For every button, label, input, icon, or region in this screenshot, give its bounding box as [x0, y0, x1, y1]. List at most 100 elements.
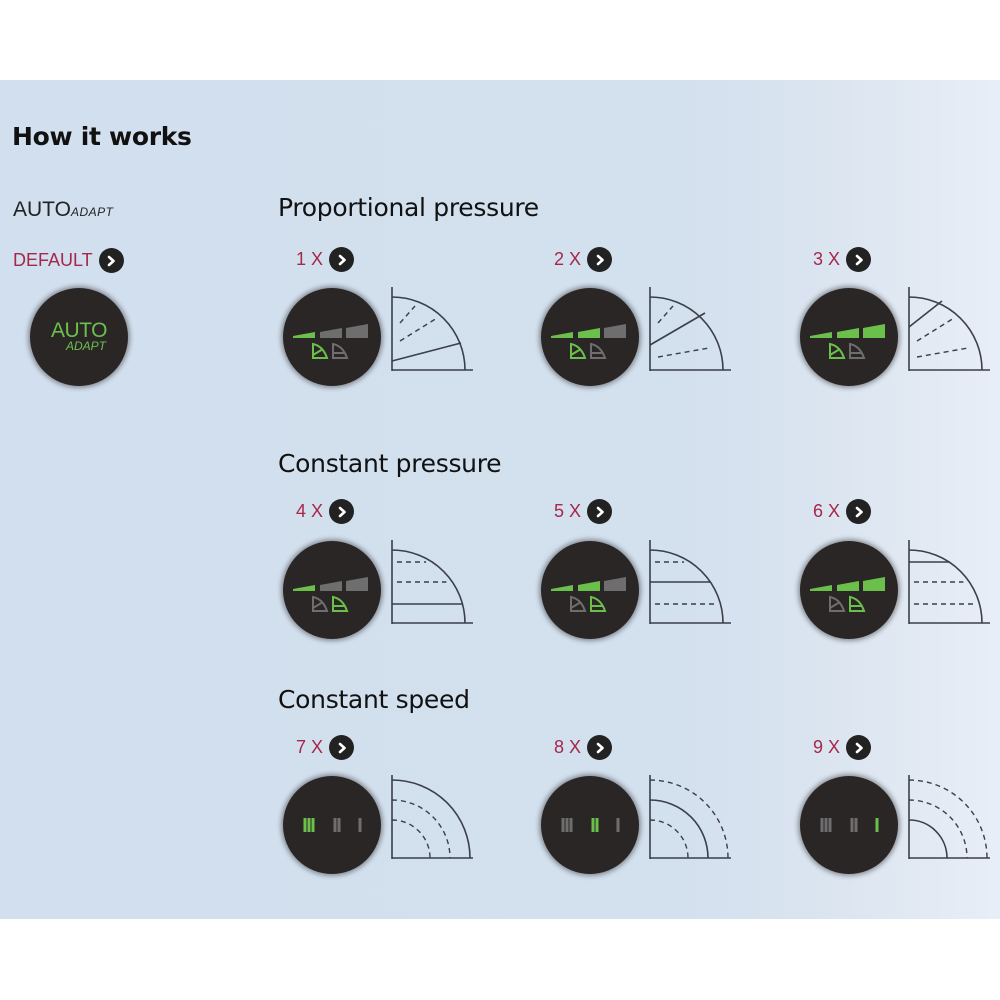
autoadapt-dial[interactable]: AUTO ADAPT [30, 288, 128, 386]
mode-label: 6 X [813, 501, 841, 521]
mode-dial[interactable] [541, 288, 639, 386]
dial-display [293, 577, 368, 612]
dial-display [561, 818, 620, 832]
pressure-bar-1 [293, 332, 315, 338]
dial-display [303, 818, 362, 832]
pump-curve-diagram [649, 775, 731, 859]
constant-mode-icon [849, 342, 866, 359]
mode-dial[interactable] [283, 288, 381, 386]
default-mode-row: DEFAULT [13, 248, 124, 273]
mode-header: 5 X [554, 499, 613, 524]
mode-arrow-button[interactable] [587, 247, 613, 272]
mode-header: 4 X [296, 499, 355, 524]
mode-label: 9 X [813, 737, 841, 757]
pump-curve-diagram [649, 540, 731, 624]
speed-indicator-3 [303, 818, 315, 832]
constant-mode-icon [332, 342, 349, 359]
mode-dial[interactable] [541, 541, 639, 639]
pressure-bar-3 [863, 324, 885, 338]
mode-dial[interactable] [800, 288, 898, 386]
mode-dial[interactable] [283, 776, 381, 874]
mode-header: 1 X [296, 247, 355, 272]
pressure-bar-2 [837, 581, 859, 591]
dial-adapt-text: ADAPT [65, 339, 106, 353]
brand-main: AUTO [13, 198, 71, 221]
speed-indicator-1 [616, 818, 620, 832]
pressure-bar-3 [346, 577, 368, 591]
chevron-right-icon [596, 742, 604, 753]
mode-arrow-button[interactable] [587, 735, 613, 760]
proportional-mode-icon [570, 342, 587, 359]
brand-sub: ADAPT [70, 205, 114, 219]
speed-indicator-1 [358, 818, 362, 832]
mode-arrow-button[interactable] [846, 247, 872, 272]
pressure-bar-2 [578, 328, 600, 338]
pressure-bar-2 [320, 581, 342, 591]
pressure-bar-2 [320, 328, 342, 338]
pressure-bar-3 [604, 324, 626, 338]
section-title-constant: Constant pressure [278, 449, 502, 478]
dial-display [810, 324, 885, 359]
mode-arrow-button[interactable] [329, 735, 355, 760]
chevron-right-icon [338, 742, 346, 753]
page-title: How it works [12, 122, 192, 151]
mode-dial[interactable] [800, 541, 898, 639]
speed-indicator-3 [820, 818, 832, 832]
pressure-bar-1 [810, 585, 832, 591]
chevron-right-icon [855, 254, 863, 265]
speed-indicator-2 [333, 818, 341, 832]
default-label: DEFAULT [13, 250, 93, 270]
mode-label: 5 X [554, 501, 582, 521]
chevron-right-icon [596, 506, 604, 517]
pump-curve-diagram [391, 540, 473, 624]
mode-label: 4 X [296, 501, 324, 521]
pump-curve-diagram [908, 775, 990, 859]
dial-display [551, 577, 626, 612]
pressure-bar-3 [863, 577, 885, 591]
dial-display [810, 577, 885, 612]
section-title-proportional: Proportional pressure [278, 193, 539, 222]
mode-header: 3 X [813, 247, 872, 272]
constant-mode-icon [590, 595, 607, 612]
mode-label: 7 X [296, 737, 324, 757]
proportional-mode-icon [829, 342, 846, 359]
proportional-mode-icon [829, 595, 846, 612]
mode-arrow-button[interactable] [846, 735, 872, 760]
chevron-right-icon [855, 742, 863, 753]
autoadapt-brand: AUTOADAPT [13, 198, 113, 222]
pump-curve-diagram [391, 775, 473, 859]
pressure-bar-3 [346, 324, 368, 338]
chevron-right-icon [338, 254, 346, 265]
proportional-mode-icon [312, 342, 329, 359]
mode-header: 2 X [554, 247, 613, 272]
mode-arrow-button[interactable] [846, 499, 872, 524]
pressure-bar-3 [604, 577, 626, 591]
mode-dial[interactable] [283, 541, 381, 639]
pressure-bar-2 [837, 328, 859, 338]
default-arrow-button[interactable] [98, 248, 124, 273]
mode-arrow-button[interactable] [329, 247, 355, 272]
mode-header: 7 X [296, 735, 355, 760]
mode-label: 8 X [554, 737, 582, 757]
constant-mode-icon [849, 595, 866, 612]
pump-curve-diagram [908, 540, 990, 624]
mode-dial[interactable] [800, 776, 898, 874]
mode-label: 2 X [554, 249, 582, 269]
constant-mode-icon [332, 595, 349, 612]
speed-indicator-3 [561, 818, 573, 832]
dial-display [820, 818, 879, 832]
mode-header: 6 X [813, 499, 872, 524]
pump-curve-diagram [391, 287, 473, 371]
proportional-mode-icon [570, 595, 587, 612]
dial-auto-text: AUTO [51, 319, 107, 342]
pump-curve-diagram [908, 287, 990, 371]
dial-display [551, 324, 626, 359]
mode-dial[interactable] [541, 776, 639, 874]
mode-label: 1 X [296, 249, 324, 269]
mode-arrow-button[interactable] [587, 499, 613, 524]
pressure-bar-1 [551, 585, 573, 591]
mode-arrow-button[interactable] [329, 499, 355, 524]
pressure-bar-1 [551, 332, 573, 338]
constant-mode-icon [590, 342, 607, 359]
chevron-right-icon [338, 506, 346, 517]
